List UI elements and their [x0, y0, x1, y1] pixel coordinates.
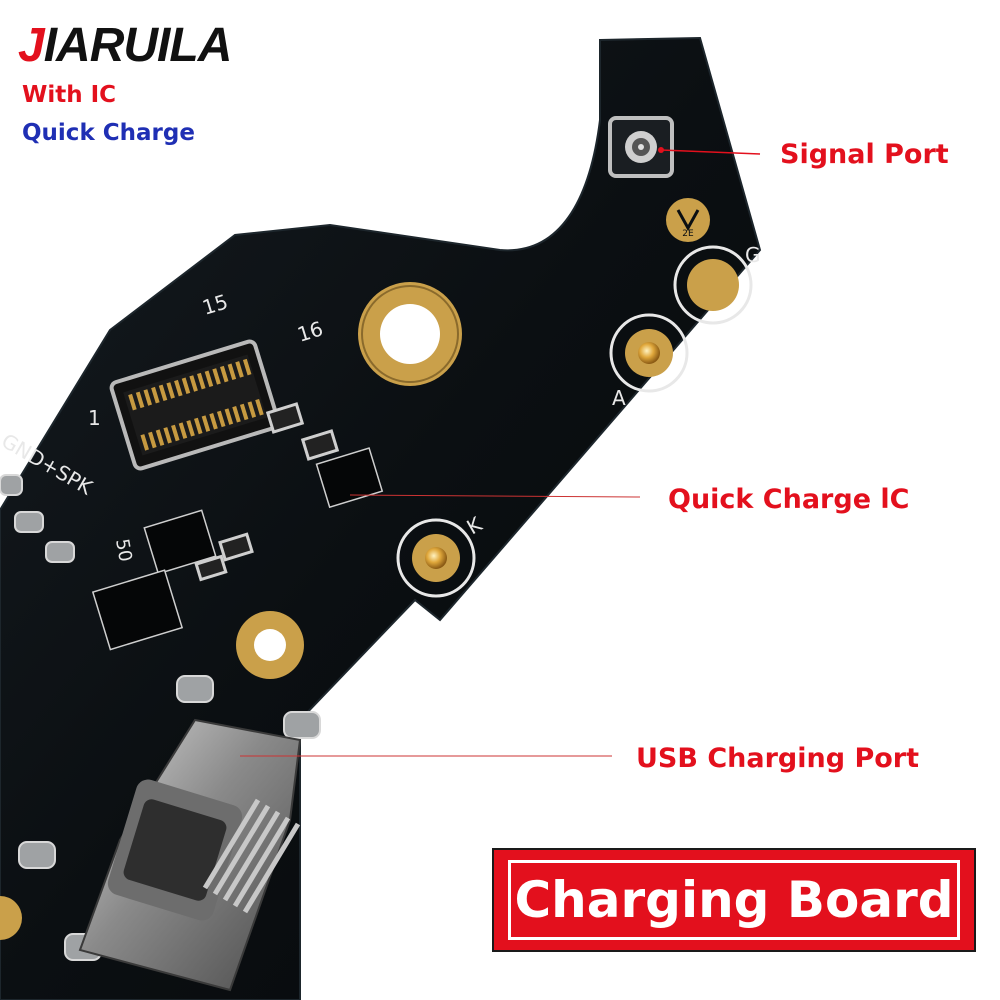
callout-line-signal: [660, 149, 761, 155]
brand-name-rest: IARUILA: [43, 19, 233, 72]
g-pad: [687, 259, 739, 311]
callout-quick-charge-ic: Quick Charge lC: [668, 484, 910, 515]
callout-line-ic: [349, 494, 641, 498]
pcb-logo-seal: 2E: [666, 198, 710, 242]
signal-port-connector: [608, 116, 674, 178]
badge-frame: Charging Board: [508, 860, 960, 940]
a-pad-ring: [609, 313, 689, 393]
callout-signal-port: Signal Port: [780, 139, 949, 170]
charging-board-badge: Charging Board: [494, 850, 974, 950]
badge-label: Charging Board: [514, 871, 954, 929]
smd-resistors: [194, 402, 340, 582]
g-pad-ring: [673, 245, 753, 325]
label-g: G: [745, 243, 761, 267]
tagline-quick-charge: Quick Charge: [22, 120, 195, 146]
label-a: A: [612, 386, 626, 410]
quick-charge-ic-chip: [315, 447, 384, 509]
callout-usb-charging-port: USB Charging Port: [636, 743, 920, 774]
label-code-50: 50: [111, 537, 136, 563]
usb-c-port: [78, 718, 302, 992]
svg-text:2E: 2E: [682, 229, 694, 239]
ic-chip-power: [91, 569, 184, 651]
board-to-board-connector: [109, 339, 281, 471]
k-pad-pin: [425, 547, 447, 569]
a-pad-pin: [638, 342, 660, 364]
partial-gold-pad: [0, 896, 22, 940]
ic-chip-bga: [143, 509, 217, 575]
brand-first-letter: J: [18, 19, 45, 72]
k-pad-ring: [396, 518, 476, 598]
tagline-with-ic: With IC: [22, 82, 117, 108]
brand-logo: JIARUILA: [18, 19, 233, 72]
label-pin-1: 1: [88, 406, 101, 430]
